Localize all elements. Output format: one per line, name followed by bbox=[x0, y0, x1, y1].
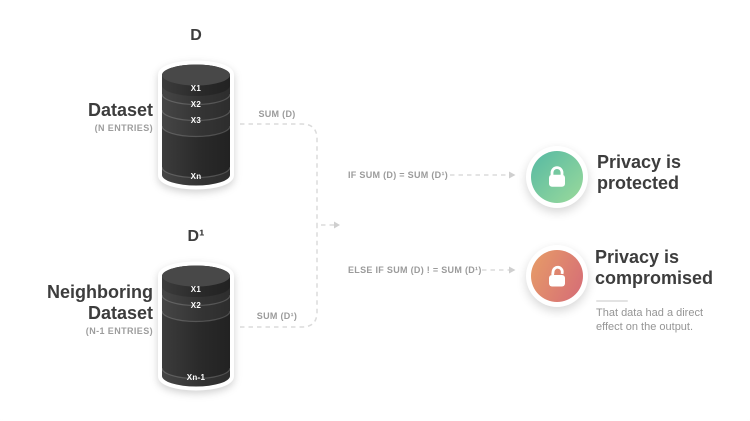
protected-badge bbox=[526, 146, 588, 208]
dataset-symbol: D bbox=[190, 27, 202, 44]
neighboring-subtitle: (N-1 ENTRIES) bbox=[85, 326, 153, 336]
compromised-note: That data had a direct effect on the out… bbox=[596, 307, 704, 333]
sum-d1-label: SUM (D¹) bbox=[256, 311, 298, 321]
neighboring-title: Neighboring Dataset bbox=[47, 282, 153, 323]
dataset-title: Dataset bbox=[87, 100, 153, 120]
entry-label: Xn-1 bbox=[187, 373, 206, 382]
neighboring-side-label: Neighboring Dataset (N-1 ENTRIES) bbox=[47, 282, 153, 336]
sum-d-label: SUM (D) bbox=[258, 109, 296, 119]
lock-closed-icon bbox=[549, 166, 565, 187]
arrowhead-junction bbox=[334, 221, 340, 229]
compromised-badge-circle bbox=[531, 250, 583, 302]
connector-bottom bbox=[240, 225, 318, 328]
neighboring-symbol: D¹ bbox=[187, 228, 205, 245]
entry-label: Xn bbox=[191, 172, 202, 181]
connector-top bbox=[240, 123, 318, 225]
entry-label: X3 bbox=[191, 116, 202, 125]
arrowhead-if bbox=[509, 171, 516, 179]
entry-label: X1 bbox=[191, 84, 202, 93]
protected-title: Privacy is protected bbox=[597, 152, 682, 193]
condition-else-label: ELSE IF SUM (D) ! = SUM (D¹) bbox=[348, 265, 482, 275]
dataset-cylinder: X1 X2 X3 Xn bbox=[158, 60, 234, 190]
protected-badge-circle bbox=[531, 151, 583, 203]
cylinder-top bbox=[162, 64, 230, 86]
neighboring-cylinder: X1 X2 Xn-1 bbox=[158, 261, 234, 391]
entry-label: X2 bbox=[191, 100, 202, 109]
arrowhead-else bbox=[509, 266, 516, 274]
lock-open-icon bbox=[549, 265, 565, 287]
compromised-badge bbox=[526, 245, 588, 307]
dataset-subtitle: (N ENTRIES) bbox=[94, 123, 153, 133]
outcome-divider bbox=[596, 300, 628, 302]
compromised-title: Privacy is compromised bbox=[595, 247, 714, 288]
entry-label: X2 bbox=[191, 301, 202, 310]
cylinder-top bbox=[162, 265, 230, 287]
condition-if-label: IF SUM (D) = SUM (D¹) bbox=[348, 170, 449, 180]
dataset-side-label: Dataset (N ENTRIES) bbox=[88, 100, 153, 133]
entry-label: X1 bbox=[191, 285, 202, 294]
